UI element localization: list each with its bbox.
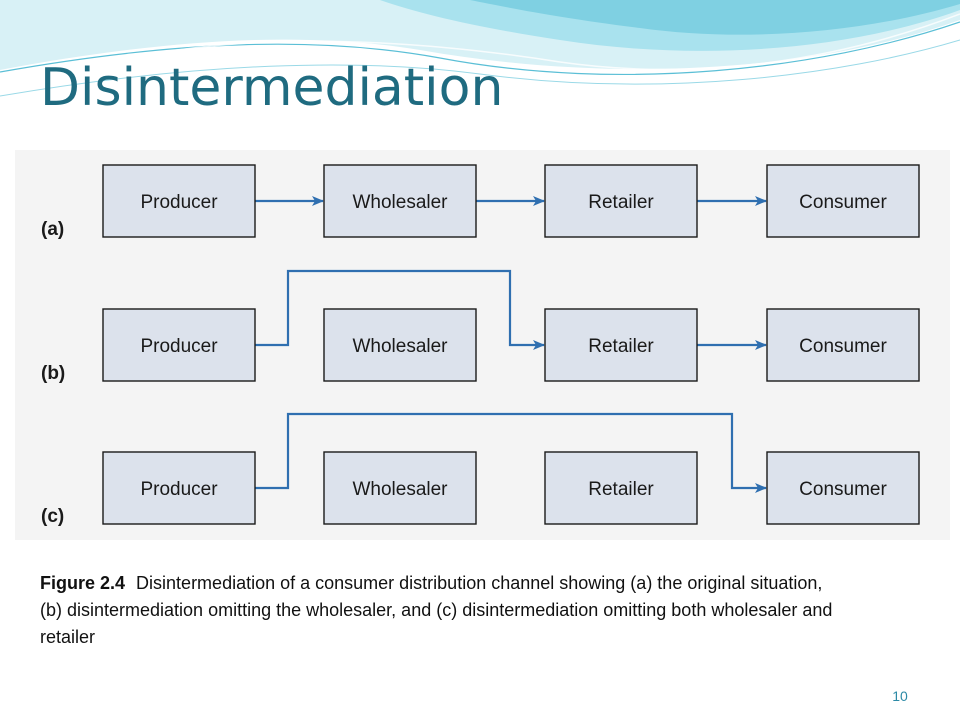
row-c-retailer-box: Retailer <box>544 451 698 525</box>
row-b-producer-rect <box>102 308 256 382</box>
row-b-wholesaler-label: Wholesaler <box>352 336 448 357</box>
figure-caption-text: Disintermediation of a consumer distribu… <box>40 573 833 647</box>
row-a-consumer-rect <box>766 164 920 238</box>
row-a-label: (a) <box>41 219 64 240</box>
row-b-producer-box: Producer <box>102 308 256 382</box>
row-b-retailer-label: Retailer <box>588 336 654 357</box>
row-a-retailer-label: Retailer <box>588 192 654 213</box>
header-wave-decoration <box>0 0 960 97</box>
row-a-retailer-rect <box>544 164 698 238</box>
page-number: 10 <box>892 688 908 704</box>
row-b-arrow-producer-to-retailer <box>255 269 545 350</box>
row-a-retailer-box: Retailer <box>544 164 698 238</box>
row-a-producer-box: Producer <box>102 164 256 238</box>
row-b-producer-label: Producer <box>140 336 218 357</box>
figure-number: Figure 2.4 <box>40 573 126 593</box>
row-c-label: (c) <box>41 506 64 527</box>
row-b-wholesaler-rect <box>323 308 477 382</box>
figure-caption: Figure 2.4 Disintermediation of a consum… <box>40 570 840 651</box>
row-a-consumer-label: Consumer <box>799 192 887 213</box>
row-c-arrow-producer-to-consumer <box>255 412 767 493</box>
row-b-consumer-label: Consumer <box>799 336 887 357</box>
row-c-producer-rect <box>102 451 256 525</box>
row-a-producer-rect <box>102 164 256 238</box>
row-c-consumer-label: Consumer <box>799 479 887 500</box>
row-b-wholesaler-box: Wholesaler <box>323 308 477 382</box>
row-a-consumer-box: Consumer <box>766 164 920 238</box>
row-a-wholesaler-box: Wholesaler <box>323 164 477 238</box>
row-a-wholesaler-rect <box>323 164 477 238</box>
row-a-wholesaler-label: Wholesaler <box>352 192 448 213</box>
row-b-consumer-box: Consumer <box>766 308 920 382</box>
row-b-retailer-rect <box>544 308 698 382</box>
row-b-retailer-box: Retailer <box>544 308 698 382</box>
row-c-retailer-label: Retailer <box>588 479 654 500</box>
row-a-producer-label: Producer <box>140 192 218 213</box>
row-c-producer-label: Producer <box>140 479 218 500</box>
row-c-consumer-rect <box>766 451 920 525</box>
row-c-consumer-box: Consumer <box>766 451 920 525</box>
row-c-wholesaler-rect <box>323 451 477 525</box>
row-b-label: (b) <box>41 363 65 384</box>
row-b-consumer-rect <box>766 308 920 382</box>
row-c-wholesaler-box: Wholesaler <box>323 451 477 525</box>
slide-title: Disintermediation <box>40 58 504 118</box>
row-c-retailer-rect <box>544 451 698 525</box>
row-c-producer-box: Producer <box>102 451 256 525</box>
row-c-wholesaler-label: Wholesaler <box>352 479 448 500</box>
